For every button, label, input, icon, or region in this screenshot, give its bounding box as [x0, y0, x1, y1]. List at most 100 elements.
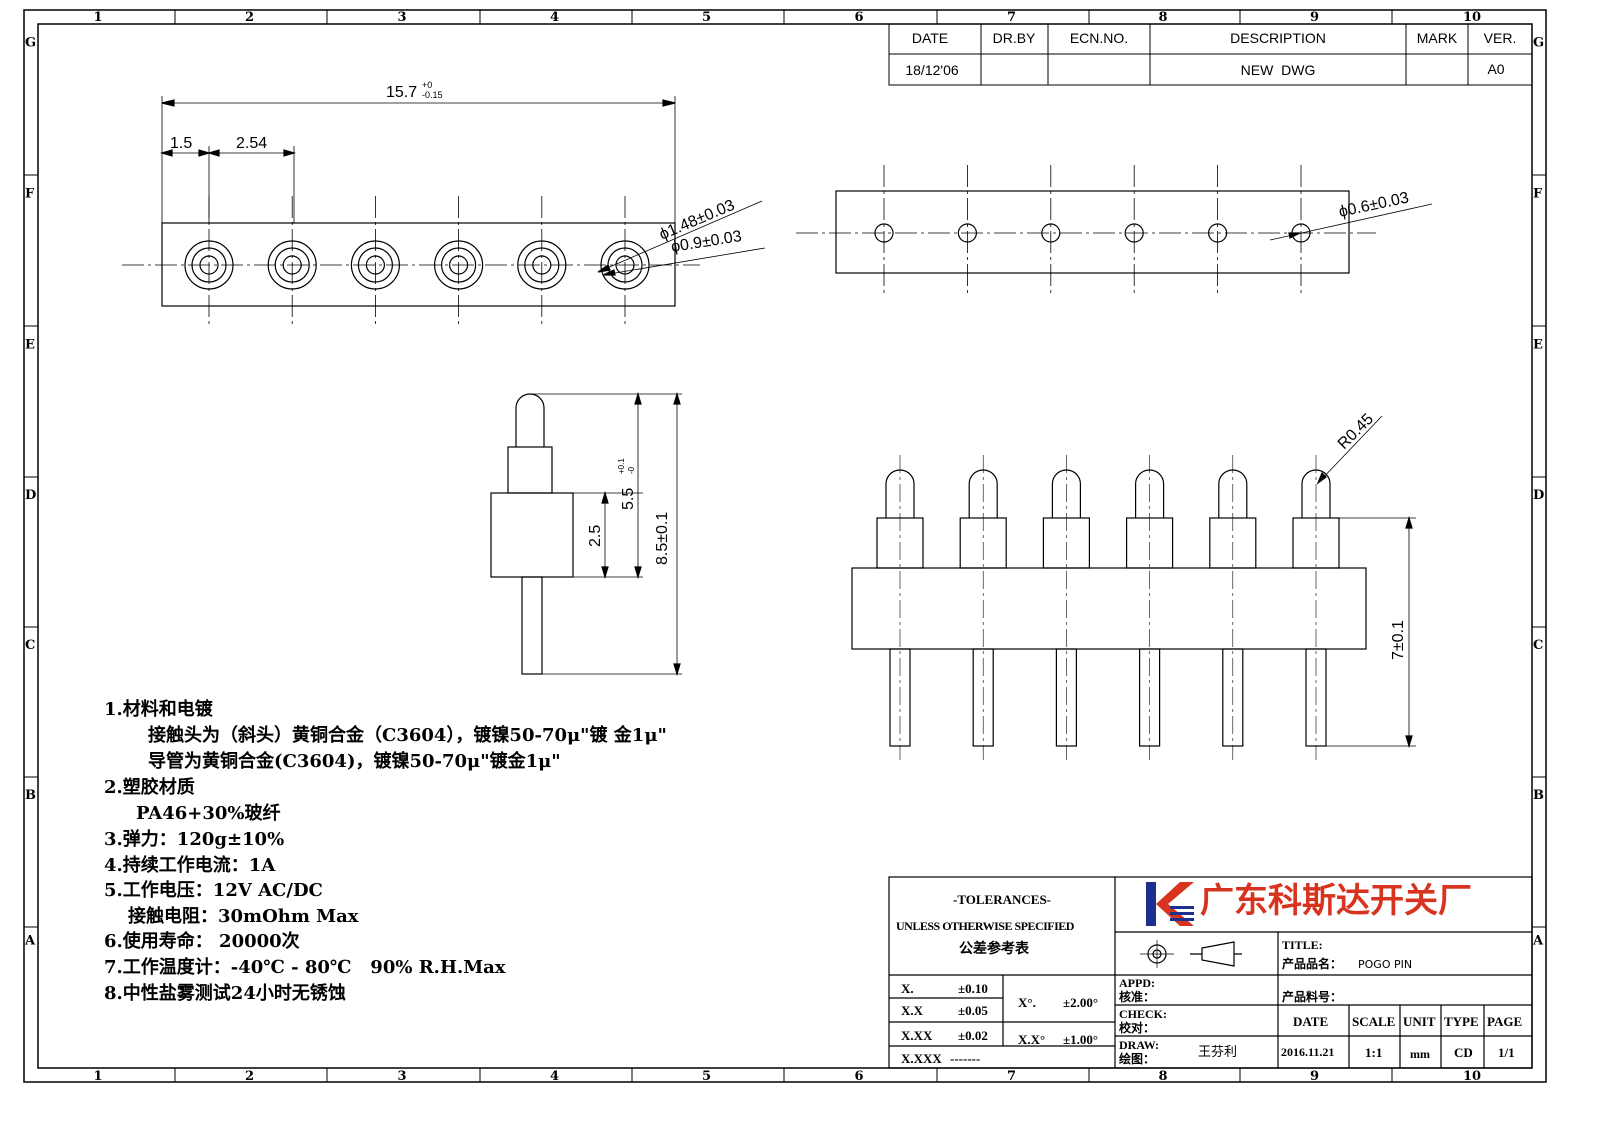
dim-stroke-tol-upper: +0.1: [617, 458, 626, 474]
col-label-top: 4: [550, 10, 559, 25]
dim-hole-dia: ϕ0.6±0.03: [1337, 189, 1410, 220]
draw-cn: 绘图：: [1119, 1052, 1156, 1066]
tol-value-0: ±0.10: [958, 981, 988, 996]
product-name-label: 产品品名：: [1282, 957, 1343, 971]
dim-stroke-height: 5.5: [620, 488, 637, 510]
col-label-bottom: 1: [94, 1069, 103, 1084]
info-header-unit: UNIT: [1403, 1014, 1436, 1029]
rev-ver: A0: [1487, 61, 1504, 77]
check-label: CHECK:: [1119, 1007, 1167, 1021]
col-label-top: 1: [94, 10, 103, 25]
col-label-top: 10: [1463, 10, 1481, 25]
row-label-left: F: [25, 187, 35, 202]
info-date: 2016.11.21: [1281, 1045, 1335, 1059]
col-label-top: 3: [398, 10, 407, 25]
tol-value-1: ±0.05: [958, 1003, 988, 1018]
row-label-right: F: [1533, 187, 1543, 202]
tol-label-0: X.: [901, 981, 914, 996]
col-label-top: 2: [245, 10, 254, 25]
note-5: 5.工作电压：12V AC/DC: [104, 880, 323, 901]
tol-value-2: ±0.02: [958, 1028, 988, 1043]
col-label-top: 5: [702, 10, 711, 25]
col-label-top: 8: [1159, 10, 1168, 25]
tolerances-ref-table: 公差参考表: [959, 942, 1029, 957]
row-label-left: A: [24, 934, 36, 949]
angle-value-0: ±2.00°: [1063, 995, 1099, 1010]
rev-header-date: DATE: [912, 30, 948, 46]
tolerances-unless: UNLESS OTHERWISE SPECIFIED: [896, 919, 1074, 933]
note-8: 8.中性盐雾测试24小时无锈蚀: [104, 983, 346, 1004]
outer-border: [23, 9, 1547, 1083]
row-label-right: G: [1533, 36, 1544, 51]
note-2a: PA46+30%玻纤: [136, 803, 281, 824]
note-5a: 接触电阻：30mOhm Max: [128, 906, 359, 927]
side-view-pin: [490, 391, 682, 677]
row-label-left: D: [25, 488, 36, 503]
company-name: 广东科斯达开关厂: [1200, 881, 1472, 921]
note-1: 1.材料和电镀: [104, 699, 213, 720]
check-cn: 校对：: [1119, 1021, 1156, 1035]
company-logo: [1146, 882, 1194, 926]
angle-value-1: ±1.00°: [1063, 1032, 1099, 1047]
col-label-bottom: 7: [1007, 1069, 1016, 1084]
dim-stroke-tol-lower: -0: [627, 466, 636, 474]
info-header-scale: SCALE: [1352, 1014, 1396, 1029]
row-label-left: E: [25, 338, 35, 353]
tol-value-3: -------: [950, 1051, 981, 1066]
rev-header-ecn: ECN.NO.: [1070, 30, 1128, 46]
info-header-page: PAGE: [1487, 1014, 1523, 1029]
top-view-left: [122, 96, 766, 328]
rev-date: 18/12'06: [905, 62, 958, 78]
revision-table: [888, 23, 1533, 86]
info-type: CD: [1454, 1045, 1473, 1060]
dim-overall-tol-lower: -0.15: [422, 90, 443, 100]
dim-overall-tol-upper: +0: [422, 80, 432, 90]
rev-header-mark: MARK: [1417, 30, 1458, 46]
rev-header-description: DESCRIPTION: [1230, 30, 1326, 46]
note-3: 3.弹力：120g±10%: [104, 829, 285, 850]
col-label-bottom: 8: [1159, 1069, 1168, 1084]
note-1a: 接触头为（斜头）黄铜合金（C3604），镀镍50-70μ"镀 金1μ": [148, 725, 667, 746]
col-label-top: 7: [1007, 10, 1016, 25]
col-label-bottom: 10: [1463, 1069, 1481, 1084]
angle-label-0: X°.: [1018, 995, 1036, 1010]
front-view-row: [851, 415, 1416, 760]
tolerances-title: -TOLERANCES-: [953, 892, 1052, 907]
tol-label-3: X.XXX: [901, 1051, 942, 1066]
row-label-right: A: [1532, 934, 1544, 949]
appd-label: APPD:: [1119, 976, 1155, 990]
note-6: 6.使用寿命： 20000次: [104, 931, 300, 952]
rev-header-drby: DR.BY: [993, 30, 1036, 46]
dim-tip-radius: R0.45: [1335, 411, 1377, 453]
info-scale: 1:1: [1365, 1045, 1383, 1060]
dim-overall-length: 15.7: [386, 84, 417, 101]
inner-border: [37, 23, 1533, 1069]
row-label-left: C: [25, 638, 35, 653]
col-label-bottom: 3: [398, 1069, 407, 1084]
row-label-left: B: [25, 788, 36, 803]
note-2: 2.塑胶材质: [104, 777, 195, 798]
col-label-bottom: 9: [1310, 1069, 1319, 1084]
row-label-left: G: [25, 36, 36, 51]
row-label-right: E: [1533, 338, 1543, 353]
note-1b: 导管为黄铜合金(C3604)，镀镍50-70μ"镀金1μ": [148, 751, 561, 772]
grid-ticks: [24, 10, 1546, 1082]
dim-pitch: 2.54: [236, 135, 267, 152]
col-label-bottom: 6: [855, 1069, 864, 1084]
dim-total-height: 8.5±0.1: [654, 512, 671, 565]
dim-edge-offset: 1.5: [170, 135, 192, 152]
tol-label-1: X.X: [901, 1003, 924, 1018]
tol-label-2: X.XX: [901, 1028, 933, 1043]
dim-tail-length: 7±0.1: [1390, 620, 1407, 660]
appd-cn: 核准：: [1119, 990, 1156, 1004]
info-header-date: DATE: [1293, 1014, 1329, 1029]
col-label-bottom: 4: [550, 1069, 559, 1084]
info-header-type: TYPE: [1444, 1014, 1479, 1029]
col-label-bottom: 2: [245, 1069, 254, 1084]
rev-header-ver: VER.: [1484, 30, 1517, 46]
product-no-cn: 产品料号：: [1282, 990, 1343, 1004]
col-label-top: 9: [1310, 10, 1319, 25]
note-4: 4.持续工作电流：1A: [104, 855, 276, 876]
